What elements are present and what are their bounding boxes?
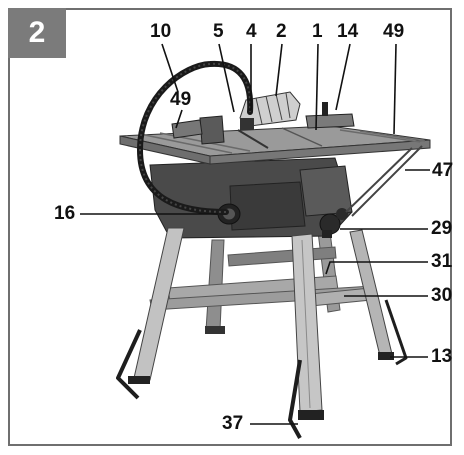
leader-2 xyxy=(275,43,283,97)
figure-number-badge: 2 xyxy=(8,8,66,58)
callout-37: 37 xyxy=(222,413,244,434)
callout-49-top: 49 xyxy=(383,21,405,42)
callout-16: 16 xyxy=(54,203,76,224)
leader-10 xyxy=(161,43,179,93)
saw-table-top xyxy=(119,125,431,165)
callout-47: 47 xyxy=(432,160,454,181)
leader-5 xyxy=(218,43,235,113)
callout-49-left: 49 xyxy=(170,89,192,110)
leader-1 xyxy=(315,43,319,131)
folding-supports xyxy=(116,299,408,439)
leader-49-left xyxy=(175,109,183,129)
stand-crossbars xyxy=(149,246,375,311)
callout-5: 5 xyxy=(213,21,224,42)
figure-frame xyxy=(8,8,452,446)
callout-4: 4 xyxy=(246,21,257,42)
leader-31 xyxy=(325,261,428,275)
rip-fence xyxy=(171,115,225,145)
callout-29: 29 xyxy=(431,218,453,239)
callout-13: 13 xyxy=(431,346,453,367)
leader-49-top xyxy=(393,43,397,135)
blade-guard xyxy=(239,91,301,130)
mitre-gauge xyxy=(305,102,355,129)
callout-10: 10 xyxy=(150,21,172,42)
table-support-rods xyxy=(345,145,423,217)
callout-1: 1 xyxy=(312,21,323,42)
saw-housing xyxy=(149,157,353,239)
callout-30: 30 xyxy=(431,285,453,306)
callout-14: 14 xyxy=(337,21,359,42)
callout-31: 31 xyxy=(431,251,453,272)
suction-hose xyxy=(136,60,254,215)
leader-14 xyxy=(335,43,351,111)
callout-2: 2 xyxy=(276,21,287,42)
callout-leader-lines xyxy=(80,43,430,425)
